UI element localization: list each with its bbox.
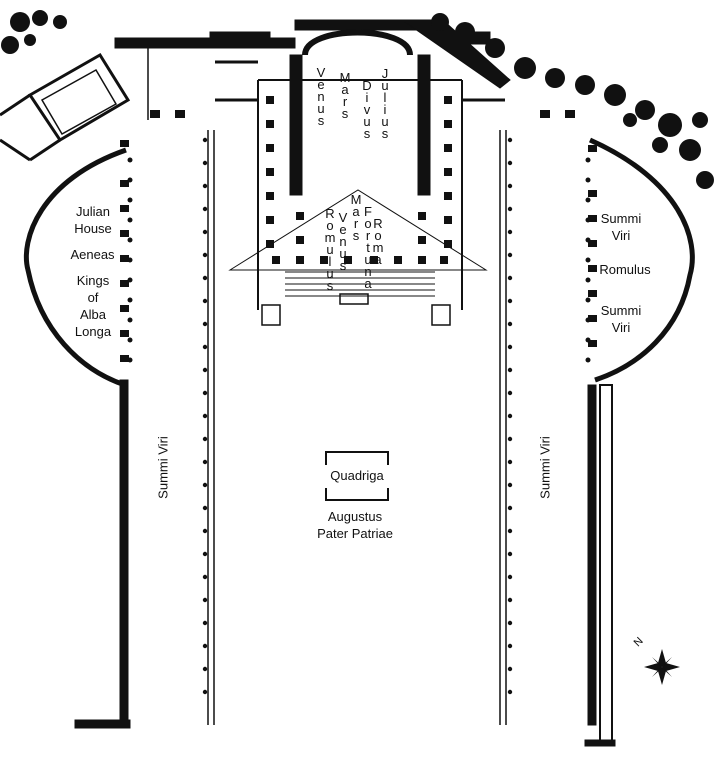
label-pediment-venus: V e n u s: [338, 210, 348, 273]
label-quadriga: Quadriga: [330, 468, 384, 483]
label-kings-of-alba-longa: Kings of Alba Longa: [74, 273, 112, 339]
label-romulus-right: Romulus: [599, 262, 651, 277]
label-cella-julius: J u l i u s: [381, 66, 389, 141]
label-pediment-roma: R o m a: [372, 216, 384, 267]
label-portico-left: Summi Viri: [155, 436, 171, 499]
label-cella-divus: D i v u s: [362, 78, 372, 141]
quadriga-base: [325, 451, 389, 501]
label-julian-house: Julian House: [74, 204, 112, 236]
label-cella-venus: V e n u s: [316, 65, 326, 128]
temple-mars-ultor: [209, 29, 505, 326]
label-cella-mars: M a r s: [339, 70, 351, 121]
right-exedra-niches: [540, 110, 597, 347]
foliage: [1, 10, 714, 189]
label-pediment-fortuna: F o r t u n a: [364, 204, 372, 291]
temple-columns: [266, 96, 452, 264]
label-summi-viri-right-bottom: Summi Viri: [600, 303, 642, 335]
label-summi-viri-right-top: Summi Viri: [600, 211, 642, 243]
compass-rose-icon: [644, 649, 680, 685]
portico-walls: [147, 48, 507, 725]
label-pediment-romulus: R o m u l u s: [324, 206, 336, 293]
boundary-walls: [23, 19, 695, 747]
left-colonnade: [127, 137, 208, 695]
right-colonnade: [507, 137, 591, 695]
left-exedra-niches: [120, 110, 185, 362]
julian-house-building: [0, 52, 131, 162]
label-pediment-mars: M a r s: [350, 192, 362, 243]
label-aeneas: Aeneas: [70, 247, 115, 262]
label-augustus-pater-patriae: Augustus Pater Patriae: [317, 509, 393, 541]
label-portico-right: Summi Viri: [537, 436, 553, 499]
